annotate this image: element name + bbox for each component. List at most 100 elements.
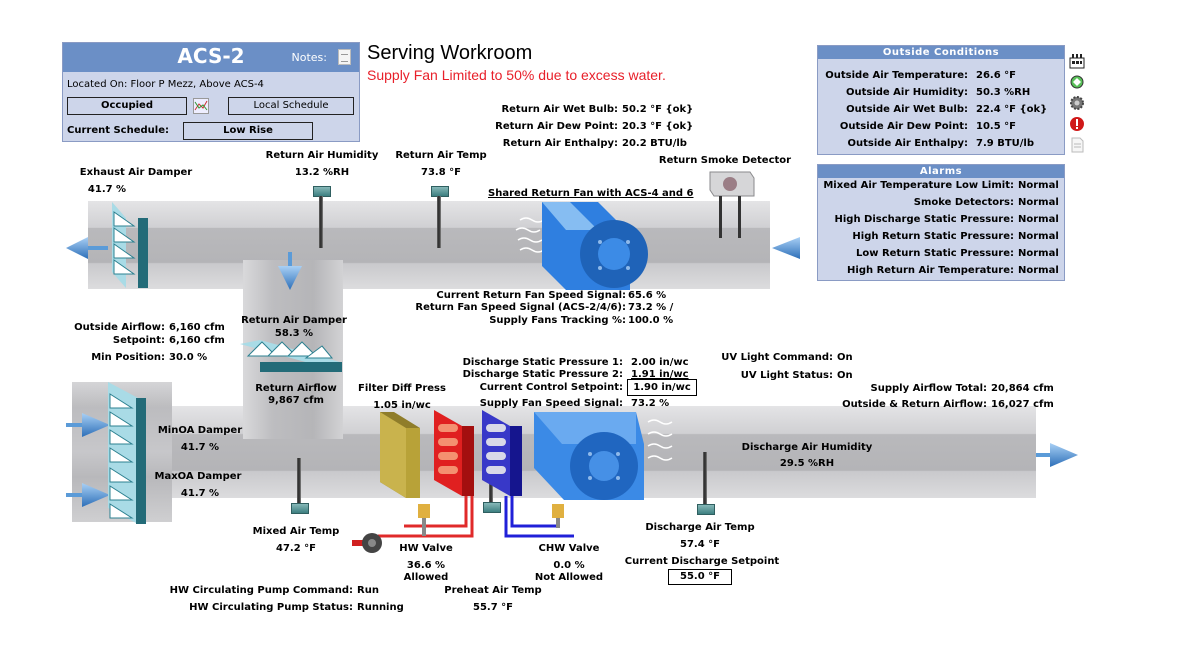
static-pressure-2-value[interactable]: 1.91 in/wc [631,369,689,380]
return-fan-signal-value[interactable]: 65.6 % [628,290,667,301]
return-smoke-label: Return Smoke Detector [658,155,792,166]
preheat-temp-value[interactable]: 55.7 °F [473,602,513,613]
oa-return-airflow-label: Outside & Return Airflow: [842,399,987,410]
fan-tracking-value[interactable]: 100.0 % [628,315,674,326]
document-icon[interactable] [1069,137,1085,153]
oadp-value[interactable]: 10.5 °F [976,121,1016,132]
alarm-value[interactable]: Normal [1018,197,1059,208]
pump-command-label: HW Circulating Pump Command: [169,585,353,596]
return-damper-value[interactable]: 58.3 % [274,328,314,339]
alarm-value[interactable]: Normal [1018,231,1059,242]
notes-icon[interactable] [338,49,351,65]
alarm-value[interactable]: Normal [1018,248,1059,259]
hw-valve-value[interactable]: 36.6 % [406,560,446,571]
exhaust-damper-value[interactable]: 41.7 % [87,184,127,195]
oah-value[interactable]: 50.3 %RH [976,87,1031,98]
min-oa-arrow-icon [66,413,110,437]
oa-setpoint-label: Setpoint: [112,335,165,346]
alarms-title: Alarms [818,165,1064,178]
static-pressure-1-label: Discharge Static Pressure 1: [462,357,623,368]
supply-fan-signal-value[interactable]: 73.2 % [631,398,670,409]
current-schedule-label: Current Schedule: [67,125,170,136]
max-oa-arrow-icon [66,483,110,507]
supply-airflow-value[interactable]: 20,864 cfm [991,383,1054,394]
local-schedule-button[interactable]: Local Schedule [228,97,354,115]
alarm-label: Smoke Detectors: [913,197,1014,208]
discharge-humidity-value[interactable]: 29.5 %RH [779,458,835,469]
discharge-setpoint-input[interactable]: 55.0 °F [668,569,732,585]
recycle-icon[interactable] [1069,74,1085,90]
oa-return-airflow-value[interactable]: 16,027 cfm [991,399,1054,410]
mixed-temp-label: Mixed Air Temp [252,526,340,537]
unit-title: ACS-2 [177,44,245,68]
min-position-value[interactable]: 30.0 % [169,352,208,363]
oawb-value[interactable]: 22.4 °F {ok} [976,104,1048,115]
supply-airflow-label: Supply Airflow Total: [870,383,987,394]
hw-valve-status: Allowed [403,572,449,583]
return-temp-value[interactable]: 73.8 °F [421,167,461,178]
return-damper-graphic [240,340,342,372]
pump-command-value[interactable]: Run [357,585,379,596]
filter-graphic [380,412,420,498]
outside-airflow-value[interactable]: 6,160 cfm [169,322,225,333]
unit-header: ACS-2 Notes: [63,43,359,72]
cooling-coil-graphic [482,410,522,496]
return-enthalpy-value[interactable]: 20.2 BTU/lb [622,138,687,149]
smoke-detector-icon[interactable] [706,168,756,240]
shared-return-fan-label[interactable]: Shared Return Fan with ACS-4 and 6 [488,188,694,199]
outside-airflow-label: Outside Airflow: [74,322,165,333]
hw-valve-label: HW Valve [399,543,453,554]
filter-label: Filter Diff Press [358,383,446,394]
exhaust-arrow-icon [66,237,108,259]
static-pressure-1-value[interactable]: 2.00 in/wc [631,357,689,368]
occupancy-button[interactable]: Occupied [67,97,187,115]
mixed-temp-value[interactable]: 47.2 °F [276,543,316,554]
oat-label: Outside Air Temperature: [825,70,968,81]
building-icon[interactable] [1069,53,1085,69]
oae-value[interactable]: 7.9 BTU/lb [976,138,1034,149]
minoa-damper-value[interactable]: 41.7 % [180,442,220,453]
gear-icon[interactable] [1069,95,1085,111]
alarm-label: Low Return Static Pressure: [855,248,1014,259]
alarm-value[interactable]: Normal [1018,265,1059,276]
return-humidity-value[interactable]: 13.2 %RH [294,167,350,178]
return-duct [88,201,770,289]
water-piping-graphic [352,496,574,553]
uv-status-value[interactable]: On [837,370,853,381]
oat-value[interactable]: 26.6 °F [976,70,1016,81]
maxoa-damper-label: MaxOA Damper [154,471,242,482]
alarm-icon[interactable] [1069,116,1085,132]
oawb-label: Outside Air Wet Bulb: [846,104,968,115]
maxoa-damper-value[interactable]: 41.7 % [180,488,220,499]
shared-fan-signal-value[interactable]: 73.2 % / [628,302,674,313]
preheat-temp-label: Preheat Air Temp [444,585,542,596]
oa-dampers-graphic [108,382,146,524]
oah-label: Outside Air Humidity: [845,87,968,98]
return-wetbulb-value[interactable]: 50.2 °F {ok} [622,104,694,115]
return-enthalpy-label: Return Air Enthalpy: [502,138,618,149]
notes-label: Notes: [291,51,327,64]
alarm-value[interactable]: Normal [1018,180,1059,191]
pump-status-value[interactable]: Running [357,602,404,613]
return-dewpoint-label: Return Air Dew Point: [495,121,618,132]
pump-status-label: HW Circulating Pump Status: [189,602,353,613]
alarm-value[interactable]: Normal [1018,214,1059,225]
oa-setpoint-value[interactable]: 6,160 cfm [169,335,225,346]
outside-conditions-panel: Outside Conditions Outside Air Temperatu… [817,45,1065,155]
return-humidity-label: Return Air Humidity [265,150,379,161]
uv-command-value[interactable]: On [837,352,853,363]
return-airflow-value[interactable]: 9,867 cfm [268,395,324,406]
current-schedule-value[interactable]: Low Rise [183,122,313,140]
discharge-temp-value[interactable]: 57.4 °F [680,539,720,550]
chw-valve-value[interactable]: 0.0 % [553,560,585,571]
control-setpoint-input[interactable]: 1.90 in/wc [627,379,697,396]
return-dewpoint-value[interactable]: 20.3 °F {ok} [622,121,694,132]
supply-fan-graphic [534,412,673,500]
return-fan-signal-label: Current Return Fan Speed Signal: [436,290,626,301]
fan-tracking-label: Supply Fans Tracking %: [489,315,626,326]
alarm-label: High Discharge Static Pressure: [834,214,1014,225]
oae-label: Outside Air Enthalpy: [847,138,968,149]
trend-chart-icon[interactable] [193,98,209,114]
discharge-temp-label: Discharge Air Temp [645,522,755,533]
filter-value[interactable]: 1.05 in/wc [373,400,431,411]
